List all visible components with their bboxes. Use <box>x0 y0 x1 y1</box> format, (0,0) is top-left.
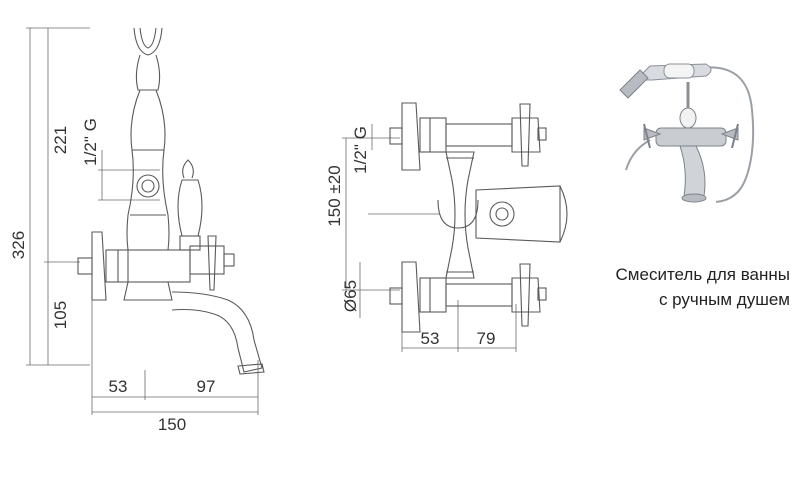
caption-line-2: с ручным душем <box>658 290 790 309</box>
dim-thread-front: 1/2" G <box>351 126 370 174</box>
dim-lower-height: 105 <box>51 301 70 329</box>
caption-line-1: Смеситель для ванны <box>615 265 790 284</box>
product-photo <box>619 63 755 203</box>
dim-center-distance: 150 ±20 <box>325 165 344 226</box>
front-view: 1/2" G 150 ±20 Ø65 53 79 <box>325 102 568 352</box>
dim-left-offset-front: 53 <box>421 329 440 348</box>
dim-total-width: 150 <box>158 415 186 434</box>
dim-total-height: 326 <box>9 231 28 259</box>
dim-right-offset-front: 79 <box>477 329 496 348</box>
product-caption: Смеситель для ванны с ручным душем <box>560 262 790 312</box>
side-view: 326 221 1/2" G 105 53 97 150 <box>9 27 265 434</box>
dim-left-offset-side: 53 <box>109 377 128 396</box>
dim-spout-reach: 97 <box>197 377 216 396</box>
dim-upper-height: 221 <box>51 126 70 154</box>
dim-flange-diameter: Ø65 <box>341 280 360 312</box>
dim-thread-side: 1/2" G <box>81 118 100 166</box>
